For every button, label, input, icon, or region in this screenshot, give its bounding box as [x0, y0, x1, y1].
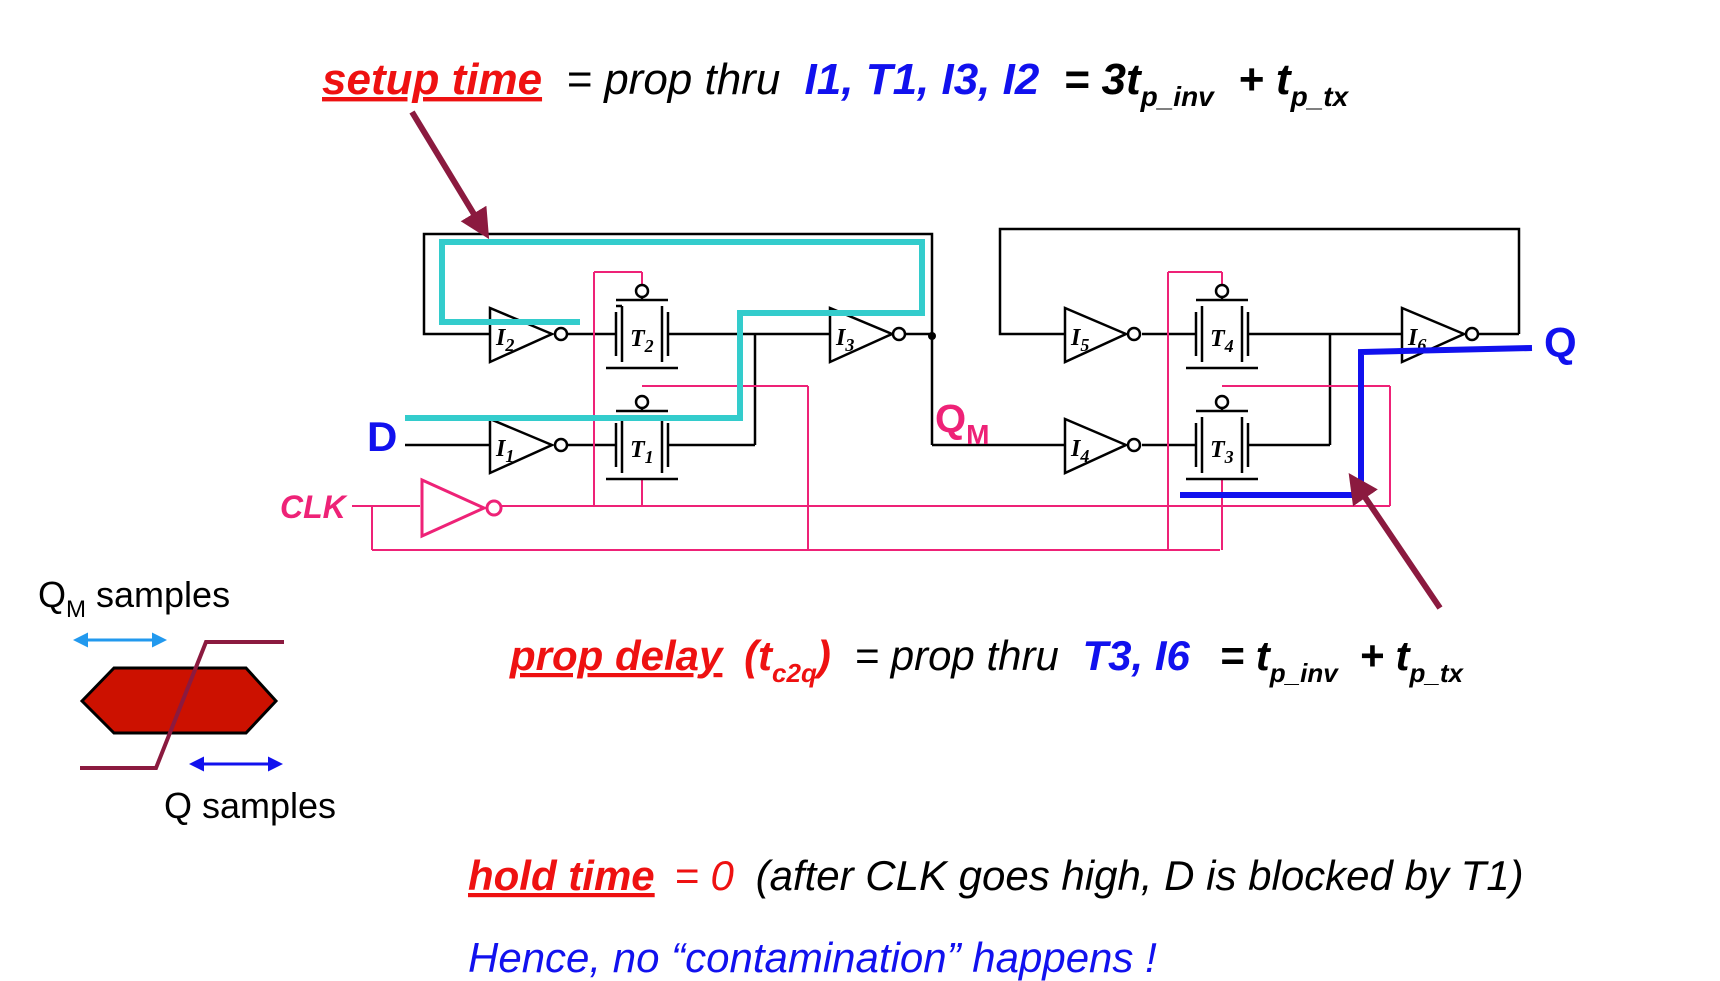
svg-text:I6: I6	[1407, 325, 1426, 355]
prop-delay-sub-tx: p_tx	[1409, 658, 1465, 688]
i3-sub: 3	[844, 335, 854, 355]
setup-time-equation: setup time = prop thru I1, T1, I3, I2 = …	[322, 55, 1350, 116]
transmission-gate-t3: T3	[1186, 394, 1258, 481]
prop-delay-eq: = prop thru	[855, 632, 1059, 679]
prop-delay-equation: prop delay (tc2q) = prop thru T3, I6 = t…	[509, 632, 1465, 691]
i5-sub: 5	[1080, 335, 1089, 355]
setup-time-eq: = prop thru	[566, 55, 780, 104]
svg-text:T1: T1	[630, 437, 654, 467]
prop-delay-term: prop delay	[509, 632, 725, 679]
transmission-gate-t4: T4	[1186, 283, 1258, 370]
i6-label: I	[1407, 325, 1419, 351]
setup-time-sub-inv: p_inv	[1140, 81, 1216, 112]
prop-delay-open: (t	[744, 632, 774, 679]
svg-text:T2: T2	[630, 326, 654, 356]
qm-label-main: Q	[935, 397, 966, 441]
svg-text:I3: I3	[835, 325, 854, 355]
prop-delay-path	[1180, 345, 1533, 498]
svg-text:T3: T3	[1210, 437, 1234, 467]
i1-sub: 1	[505, 446, 514, 466]
t1-label: T	[630, 437, 646, 463]
clk-edge-waveform	[80, 640, 284, 770]
prop-delay-sub-inv: p_inv	[1269, 658, 1339, 688]
svg-text:I5: I5	[1070, 325, 1089, 355]
q-samples-label: Q samples	[164, 785, 336, 826]
setup-time-eq2: = 3t	[1064, 55, 1143, 104]
t4-label: T	[1210, 326, 1226, 352]
qm-samples-label: QM samples	[38, 574, 230, 623]
i3-label: I	[835, 325, 847, 351]
qm-samples-q: Q	[38, 574, 66, 615]
q-label: Q	[1544, 319, 1577, 366]
qm-samples-sub: M	[66, 596, 86, 623]
inverter-i5: I5	[1063, 306, 1142, 364]
setup-time-plus: + t	[1238, 55, 1293, 104]
qm-label: QM	[935, 397, 989, 450]
qm-node-dot	[928, 332, 936, 340]
hold-time-eq: = 0	[674, 852, 734, 899]
i2-label: I	[495, 325, 507, 351]
i1-label: I	[495, 436, 507, 462]
prop-delay-devices: T3, I6	[1083, 632, 1191, 679]
t3-label: T	[1210, 437, 1226, 463]
signal-wires	[405, 332, 1519, 447]
setup-time-arrow	[409, 110, 490, 240]
svg-text:I1: I1	[495, 436, 514, 466]
inverter-i2: I2	[488, 306, 569, 364]
clk-inverter	[420, 477, 503, 539]
slave-feedback-loop	[998, 227, 1521, 336]
inverter-i3: I3	[828, 306, 907, 364]
inverter-i6: I6	[1400, 306, 1480, 364]
prop-delay-plus: + t	[1359, 632, 1411, 679]
d-label: D	[367, 413, 397, 460]
t2-sub: 2	[644, 336, 654, 356]
setup-time-sub-tx: p_tx	[1290, 81, 1350, 112]
prop-delay-eq2: = t	[1220, 632, 1272, 679]
clk-label: CLK	[280, 489, 349, 525]
qm-label-sub: M	[966, 419, 989, 450]
hence-statement: Hence, no “contamination” happens !	[468, 934, 1157, 981]
prop-delay-close: )	[813, 632, 831, 679]
hold-time-term: hold time	[468, 852, 655, 899]
master-feedback-loop	[422, 232, 934, 336]
i5-label: I	[1070, 325, 1082, 351]
clk-wires	[352, 271, 1391, 551]
svg-text:I4: I4	[1070, 436, 1089, 466]
svg-text:I2: I2	[495, 325, 514, 355]
t4-sub: 4	[1224, 336, 1234, 356]
setup-time-path	[405, 239, 925, 421]
setup-time-term: setup time	[322, 55, 542, 104]
qm-samples-suffix: samples	[86, 574, 230, 615]
hold-time-note: (after CLK goes high, D is blocked by T1…	[756, 852, 1524, 899]
t1-sub: 1	[645, 447, 654, 467]
transmission-gate-t1: T1	[606, 394, 678, 481]
prop-delay-arrow	[1348, 473, 1443, 610]
i4-label: I	[1070, 436, 1082, 462]
inverter-i4: I4	[1063, 417, 1142, 475]
svg-text:T4: T4	[1210, 326, 1234, 356]
inverter-i1: I1	[488, 417, 569, 475]
t3-sub: 3	[1224, 447, 1234, 467]
prop-delay-sub: c2q	[772, 658, 817, 688]
data-valid-eye	[79, 666, 279, 735]
i6-sub: 6	[1417, 335, 1426, 355]
hold-time-equation: hold time = 0 (after CLK goes high, D is…	[468, 852, 1524, 899]
i4-sub: 4	[1079, 446, 1089, 466]
setup-time-devices: I1, T1, I3, I2	[805, 55, 1040, 104]
i2-sub: 2	[504, 335, 514, 355]
t2-label: T	[630, 326, 646, 352]
transmission-gate-t2: T2	[606, 283, 678, 370]
